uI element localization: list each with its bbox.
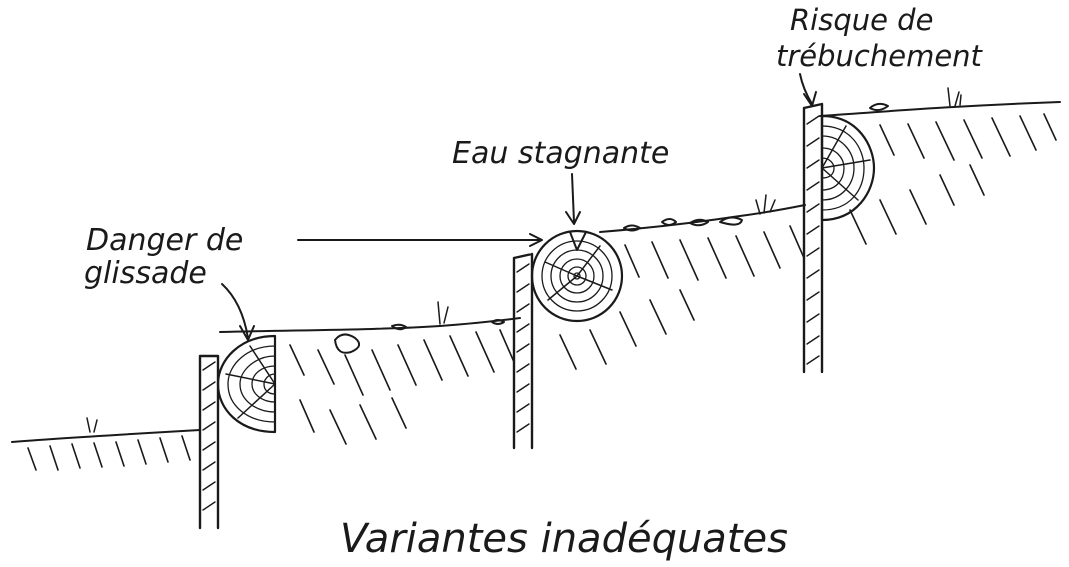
log-water xyxy=(530,229,624,323)
label-water: Eau stagnante xyxy=(452,136,669,171)
label-trip-line2: trébuchement xyxy=(776,39,984,73)
log-slippery xyxy=(216,334,277,434)
post-3 xyxy=(802,102,824,374)
caption: Variantes inadéquates xyxy=(340,516,788,562)
pebbles xyxy=(334,102,889,354)
grass-tufts xyxy=(86,87,962,433)
log-trip xyxy=(820,114,876,222)
arrow-slip-to-water xyxy=(297,233,543,247)
post-2 xyxy=(512,252,534,450)
post-1 xyxy=(198,354,220,530)
arrow-trip xyxy=(799,73,817,107)
soil-hatching xyxy=(27,113,1057,471)
arrow-slip xyxy=(221,283,255,341)
label-trip-line1: Risque de xyxy=(790,3,933,37)
arrow-water xyxy=(565,173,581,225)
ground-line xyxy=(11,101,1061,443)
label-slip-line2: glissade xyxy=(84,256,207,291)
label-slip-line1: Danger de xyxy=(86,223,243,258)
